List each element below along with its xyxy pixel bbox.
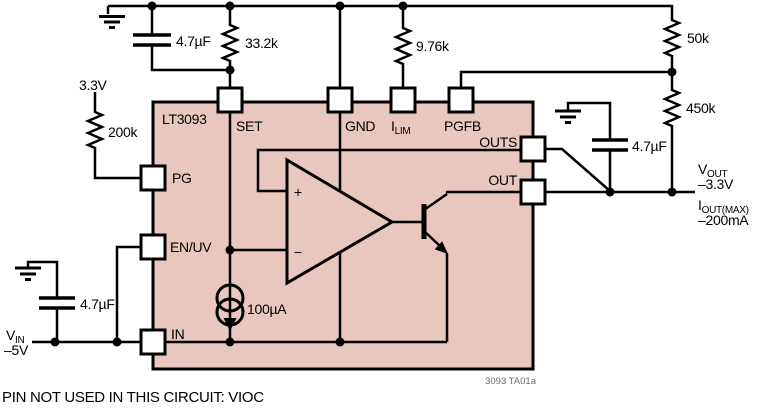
io-labels: VIN –5V VOUT –3.3V IOUT(MAX) –200mA [4, 161, 750, 358]
pin-label-enuv: EN/UV [170, 239, 212, 255]
pin-square-enuv [139, 233, 167, 261]
pin-square-in [139, 328, 167, 356]
enuv-branch-wire [115, 245, 141, 342]
in-cap-wire [26, 260, 59, 342]
resistors [84, 18, 683, 150]
resistor-9k76-symbol [392, 26, 414, 66]
pin-square-set [216, 86, 244, 114]
junction-dot [225, 1, 235, 11]
current-source-value: 100µA [247, 301, 287, 317]
pin-square-outs [519, 135, 547, 163]
pin-label-in: IN [171, 326, 184, 342]
in-cap-value: 4.7µF [80, 296, 115, 312]
junction-dot [605, 187, 615, 197]
junction-dot [667, 67, 677, 77]
current-source: 100µA [215, 283, 288, 342]
vin-label: VIN [6, 327, 25, 346]
pin-square-out [519, 178, 547, 206]
iout-label: IOUT(MAX) [698, 197, 749, 216]
ground-top-left-icon [99, 15, 125, 29]
junction-dot [225, 245, 235, 255]
iout-value: –200mA [698, 212, 749, 228]
junction-dot [112, 337, 122, 347]
pin-label-gnd: GND [345, 118, 375, 134]
chip-body [151, 100, 535, 371]
pin-label-outs: OUTS [479, 134, 517, 150]
chip-name-label: LT3093 [162, 111, 207, 127]
pin-squares [139, 86, 547, 356]
transistor-emitter-arrow-icon [434, 241, 448, 254]
pgfb-feedback-wire [459, 55, 674, 88]
set-res-value: 33.2k [245, 35, 279, 51]
junction-dot [50, 337, 60, 347]
opamp-triangle [285, 157, 395, 286]
junction-dot [225, 337, 235, 347]
out-cap-value: 4.7µF [632, 138, 667, 154]
transistor-collector-wire [423, 190, 521, 212]
ground-bottom-left-icon [15, 266, 41, 281]
pin-label-ilim: ILIM [391, 118, 410, 137]
pin-label-set: SET [236, 118, 263, 134]
opamp-minus-label: − [294, 244, 302, 260]
opamp-plus-label: + [294, 184, 302, 200]
opamp-plus-feedback-wire [256, 148, 524, 193]
opamp: + − [285, 157, 395, 286]
pass-transistor [421, 204, 448, 254]
set-cap-branch-wire [150, 6, 232, 88]
current-source-arrowhead-icon [223, 318, 237, 331]
ground-right-icon [555, 109, 581, 124]
set-cap-symbol [133, 33, 171, 47]
capacitors [39, 33, 628, 310]
junction-dot [335, 337, 345, 347]
resistor-450k-symbol [661, 88, 683, 128]
pin-label-pg: PG [172, 170, 192, 186]
outs-sense-wire [545, 147, 611, 192]
set-cap-value: 4.7µF [176, 33, 211, 49]
pin-square-ilim [389, 86, 417, 114]
figure-id: 3093 TA01a [485, 376, 537, 387]
junction-dot [335, 1, 345, 11]
junction-dot [225, 65, 235, 75]
pin-label-pgfb: PGFB [444, 118, 481, 134]
vin-value: –5V [4, 342, 29, 358]
resistor-200k-symbol [84, 110, 106, 150]
vout-label: VOUT [698, 161, 727, 180]
ilim-res-value: 9.76k [416, 38, 450, 54]
in-cap-symbol [39, 296, 75, 310]
component-labels: 4.7µF 33.2k 9.76k 50k 450k 3.3V 200k 4.7… [79, 30, 717, 312]
pg-res-value: 200k [108, 124, 138, 140]
pin-square-gnd [326, 86, 354, 114]
out-cap-wire [566, 101, 612, 192]
junction-dot [667, 187, 677, 197]
junction-dot [398, 1, 408, 11]
footer-note: PIN NOT USED IN THIS CIRCUIT: VIOC [2, 389, 264, 406]
vout-value: –3.3V [698, 176, 734, 192]
pgfb-res-bottom-value: 450k [686, 100, 716, 116]
pg-branch-wire [93, 92, 141, 180]
chip-labels: LT3093 SET GND ILIM PGFB PG EN/UV IN OUT… [162, 111, 518, 342]
pgfb-res-top-value: 50k [687, 30, 710, 46]
pin-label-out: OUT [488, 172, 517, 188]
pin-square-pgfb [447, 86, 475, 114]
ground-symbols [15, 15, 581, 281]
junction-dots [50, 1, 677, 347]
transistor-emitter-wire [423, 230, 449, 342]
top-rail-wire [106, 4, 674, 21]
pg-supply-value: 3.3V [79, 77, 108, 93]
junction-dot [147, 1, 157, 11]
resistor-50k-symbol [661, 18, 683, 58]
pin-square-pg [139, 164, 167, 192]
resistor-33k-symbol [219, 23, 241, 63]
out-cap-symbol [592, 138, 628, 152]
